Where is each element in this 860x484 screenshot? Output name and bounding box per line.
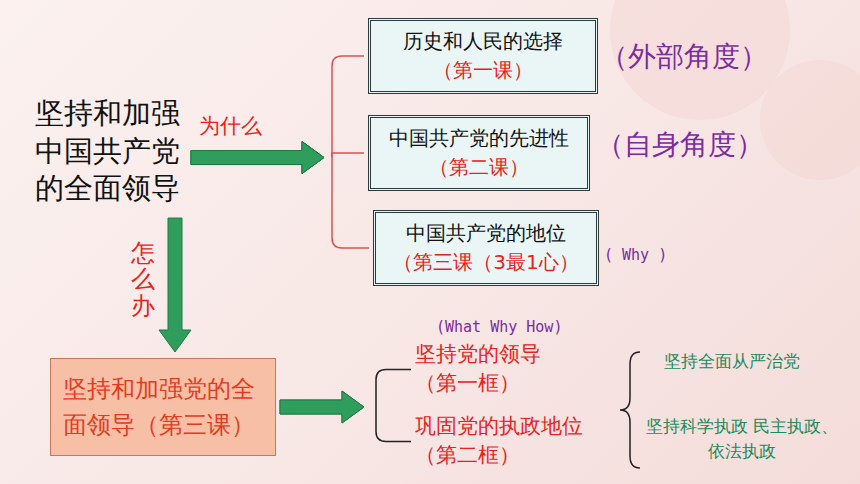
connector <box>280 391 411 441</box>
main-topic: 坚持和加强中国共产党的全面领导 <box>35 95 187 208</box>
lesson-box: 中国共产党的先进性 （第二课） <box>368 115 590 191</box>
node-title: 中国共产党的地位 <box>386 219 586 248</box>
what-why-how-note: (What Why How) <box>436 318 562 336</box>
connector <box>280 369 411 423</box>
right-brace <box>620 352 640 468</box>
bracket-line <box>376 369 411 407</box>
measure-text: 坚持全面从严治党 <box>664 350 800 373</box>
lesson-box: 历史和人民的选择（第一课） <box>368 18 598 94</box>
angle-note: （自身角度） <box>596 126 764 164</box>
fat-arrow <box>280 391 364 423</box>
node-subtitle: （第一框） <box>415 369 615 398</box>
section-text: 坚持党的领导（第一框） <box>415 340 615 399</box>
bracket-line <box>332 56 364 158</box>
node-subtitle: （第三课（3最1心） <box>386 248 586 277</box>
connector <box>159 218 191 352</box>
connector <box>191 142 364 174</box>
lesson-box: 中国共产党的地位（第三课（3最1心） <box>373 210 599 286</box>
bracket-line <box>376 407 411 441</box>
fat-arrow <box>191 142 324 174</box>
section-text: 巩固党的执政地位（第二框） <box>415 412 615 471</box>
fat-arrow <box>191 142 324 174</box>
fat-arrow <box>159 218 191 352</box>
connector <box>191 56 364 174</box>
node-title: 中国共产党的先进性 <box>389 126 569 150</box>
bracket-line <box>332 158 369 248</box>
edge-label: 怎么办 <box>131 240 155 319</box>
node-title: 坚持和加强中国共产党的全面领导 <box>35 95 187 208</box>
node-title: 历史和人民的选择 <box>381 27 585 56</box>
fat-arrow <box>280 391 364 423</box>
decor-circle <box>760 60 860 180</box>
node-title: 坚持党的领导 <box>415 340 615 369</box>
fat-arrow <box>191 142 324 174</box>
edge-label: 为什么 <box>199 112 262 140</box>
lesson-box: 坚持和加强党的全面领导（第三课） <box>50 358 276 456</box>
angle-note: （外部角度） <box>600 38 768 76</box>
node-title: 坚持和加强党的全面领导（第三课） <box>63 371 263 443</box>
node-subtitle: （第二课） <box>429 155 529 179</box>
connector <box>191 142 369 248</box>
why-note: ( Why ) <box>604 246 667 264</box>
measure-text: 坚持科学执政 民主执政、依法执政 <box>642 414 842 463</box>
node-title: 巩固党的执政地位 <box>415 412 615 441</box>
bracket-line <box>332 153 364 158</box>
node-subtitle: （第一课） <box>381 56 585 85</box>
node-subtitle: （第二框） <box>415 441 615 470</box>
